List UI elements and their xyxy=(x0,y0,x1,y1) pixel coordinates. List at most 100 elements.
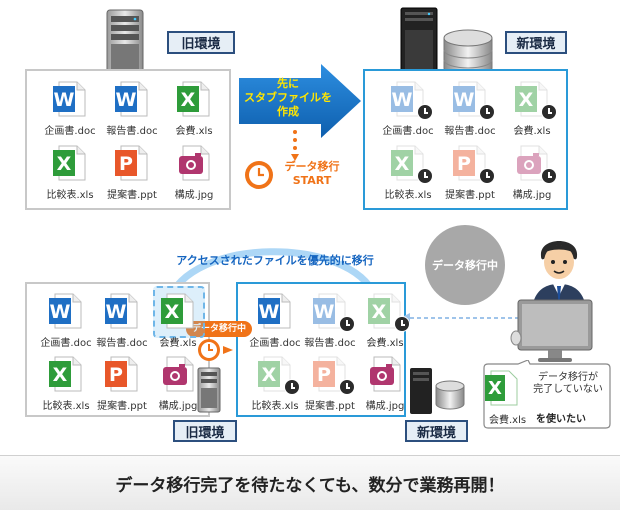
svg-text:W: W xyxy=(392,89,413,111)
svg-text:X: X xyxy=(488,378,502,399)
svg-text:X: X xyxy=(181,89,196,111)
excel-icon: X xyxy=(177,81,210,117)
top-old-file-3[interactable]: X 会費.xls xyxy=(159,80,229,144)
file-name: 会費.xls xyxy=(175,126,213,137)
old-server-icon xyxy=(106,9,144,75)
footer-bar: データ移行完了を待たなくても、数分で業務再開！ xyxy=(0,455,620,510)
top-old-file-4[interactable]: X 比較表.xls xyxy=(35,144,105,208)
old-environment-label-bottom: 旧環境 xyxy=(173,420,237,442)
stub-arrow-line-2: スタブファイルを xyxy=(244,91,332,104)
bottom-old-file-3[interactable]: X 会費.xls xyxy=(143,286,213,356)
file-name: 提案書.ppt xyxy=(97,401,147,412)
ppt-icon: P xyxy=(115,145,148,181)
file-name: 会費.xls xyxy=(513,126,551,137)
database-icon xyxy=(443,29,493,77)
stub-arrow-line-1: 先に xyxy=(277,77,299,90)
top-new-file-6[interactable]: 構成.jpg xyxy=(497,144,567,208)
svg-text:W: W xyxy=(454,89,475,111)
excel-icon: X xyxy=(391,145,424,181)
footer-message: データ移行完了を待たなくても、数分で業務再開！ xyxy=(115,475,505,496)
bottom-old-file-4[interactable]: X 比較表.xls xyxy=(31,355,101,419)
svg-text:X: X xyxy=(262,364,277,386)
bottom-old-file-5[interactable]: P 提案書.ppt xyxy=(87,355,157,419)
file-name: 比較表.xls xyxy=(46,190,94,201)
top-new-file-4[interactable]: X 比較表.xls xyxy=(373,144,443,208)
file-name: 企画書.doc xyxy=(249,338,301,349)
bottom-new-file-6[interactable]: 構成.jpg xyxy=(350,355,420,419)
svg-text:W: W xyxy=(54,89,75,111)
bottom-new-file-3[interactable]: X 会費.xls xyxy=(350,292,420,356)
old-server-small-icon xyxy=(197,367,221,413)
monitor-icon xyxy=(510,299,593,362)
stub-arrow-text: 先に スタブファイルを 作成 xyxy=(240,77,336,119)
svg-text:P: P xyxy=(317,364,331,386)
bubble-text-line-1: データ移行が xyxy=(538,372,598,383)
stub-creation-arrow xyxy=(239,64,361,138)
bottom-new-file-5[interactable]: P 提案書.ppt xyxy=(295,355,365,419)
svg-text:X: X xyxy=(165,301,180,323)
migrating-badge: データ移行中 xyxy=(186,321,252,337)
file-name: 比較表.xls xyxy=(384,190,432,201)
word-icon: W xyxy=(391,81,424,117)
excel-icon: X xyxy=(485,370,518,406)
svg-text:W: W xyxy=(50,301,71,323)
word-icon: W xyxy=(313,293,346,329)
file-name: 報告書.doc xyxy=(96,338,148,349)
word-icon: W xyxy=(105,293,138,329)
stub-clock-icon xyxy=(479,168,495,184)
word-icon: W xyxy=(453,81,486,117)
bottom-old-file-6[interactable]: 構成.jpg xyxy=(143,355,213,419)
word-icon: W xyxy=(49,293,82,329)
priority-migration-label: アクセスされたファイルを優先的に移行 xyxy=(176,254,374,267)
svg-text:X: X xyxy=(57,153,72,175)
jpg-icon xyxy=(163,356,194,392)
file-name: 構成.jpg xyxy=(174,190,214,201)
file-name: 提案書.ppt xyxy=(305,401,355,412)
svg-text:P: P xyxy=(109,364,123,386)
word-icon: W xyxy=(258,293,291,329)
top-old-file-1[interactable]: W 企画書.doc xyxy=(35,80,105,144)
bottom-new-file-1[interactable]: W 企画書.doc xyxy=(240,292,310,356)
svg-text:X: X xyxy=(372,301,387,323)
ppt-icon: P xyxy=(313,356,346,392)
svg-text:P: P xyxy=(457,153,471,175)
svg-text:W: W xyxy=(106,301,127,323)
bottom-old-file-2[interactable]: W 報告書.doc xyxy=(87,292,157,356)
file-name: 構成.jpg xyxy=(158,401,198,412)
file-name: 構成.jpg xyxy=(365,401,405,412)
dotted-connector-icon xyxy=(291,130,299,161)
excel-icon: X xyxy=(53,145,86,181)
top-old-file-5[interactable]: P 提案書.ppt xyxy=(97,144,167,208)
top-new-file-1[interactable]: W 企画書.doc xyxy=(373,80,443,144)
new-server-small-icon xyxy=(410,368,465,414)
word-icon: W xyxy=(115,81,148,117)
file-name: 会費.xls xyxy=(366,338,404,349)
bubble-file-icon: X xyxy=(481,369,521,419)
top-old-file-6[interactable]: 構成.jpg xyxy=(159,144,229,208)
file-name: 会費.xls xyxy=(159,338,197,349)
new-environment-label-bottom: 新環境 xyxy=(405,420,468,442)
old-environment-label-top: 旧環境 xyxy=(167,31,235,54)
jpg-icon xyxy=(370,356,401,392)
file-name: 構成.jpg xyxy=(512,190,552,201)
new-environment-label-top: 新環境 xyxy=(505,31,567,54)
file-name: 提案書.ppt xyxy=(107,190,157,201)
new-environment-panel-top xyxy=(363,69,568,210)
bottom-new-file-2[interactable]: W 報告書.doc xyxy=(295,292,365,356)
file-name: 企画書.doc xyxy=(382,126,434,137)
svg-text:X: X xyxy=(53,364,68,386)
file-name: 比較表.xls xyxy=(42,401,90,412)
excel-icon: X xyxy=(49,356,82,392)
svg-text:P: P xyxy=(119,153,133,175)
ppt-icon: P xyxy=(105,356,138,392)
file-name: 企画書.doc xyxy=(44,126,96,137)
jpg-icon xyxy=(179,145,210,181)
file-name: 報告書.doc xyxy=(304,338,356,349)
start-text: データ移行 START xyxy=(277,160,347,188)
